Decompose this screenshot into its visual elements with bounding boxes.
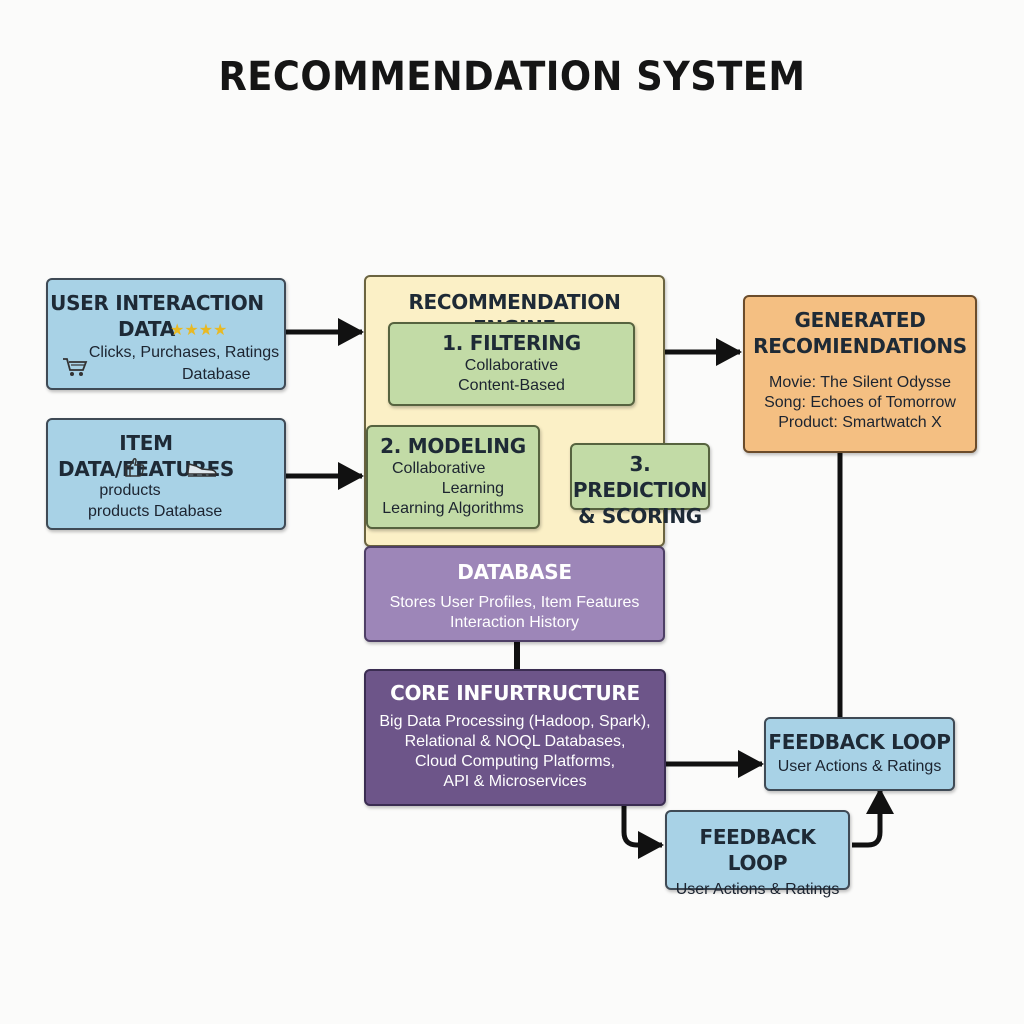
database-line2: Interaction History — [450, 614, 579, 631]
rating-stars: ★★★★ — [170, 322, 228, 339]
feedback-loop-lower-box: FEEDBACK LOOP User Actions & Ratings — [665, 810, 850, 898]
prediction-title-line2: & SCORING — [578, 504, 702, 528]
filtering-line1: Collaborative — [464, 357, 559, 374]
modeling-line1: Collaborative — [392, 460, 486, 477]
modeling-box: 2. MODELING Collaborative Learning Learn… — [366, 425, 540, 529]
generated-movie: Movie: The Silent Odysse — [768, 374, 951, 391]
generated-title-line1: GENERATED — [794, 308, 926, 332]
user-interaction-line2: Database — [182, 366, 251, 383]
item-data-title: ITEM DATA/FEATURES — [57, 431, 235, 481]
modeling-line3: Learning Algorithms — [382, 500, 524, 517]
database-line1: Stores User Profiles, Item Features — [389, 594, 640, 611]
shoe-icon — [186, 460, 218, 483]
prediction-title-line1: 3. PREDICTION — [572, 452, 708, 502]
thumbs-up-icon — [124, 456, 146, 483]
user-interaction-data-box: USER INTERACTION DATA ★★★★ Clicks, Purch… — [46, 278, 286, 390]
core-line2: Relational & NOQL Databases, — [404, 733, 626, 750]
core-title: CORE INFURTRUCTURE — [390, 681, 640, 705]
cart-icon — [62, 356, 88, 383]
generated-recommendations-box: GENERATED RECOMIENDATIONS Movie: The Sil… — [743, 295, 977, 453]
prediction-scoring-box: 3. PREDICTION & SCORING — [570, 443, 710, 528]
feedback-upper-title: FEEDBACK LOOP — [768, 730, 951, 754]
item-data-line1: products — [99, 482, 161, 499]
core-line1: Big Data Processing (Hadoop, Spark), — [379, 713, 651, 730]
item-data-line2: products Database — [88, 503, 223, 520]
page-title: RECOMMENDATION SYSTEM — [218, 54, 806, 100]
feedback-upper-line1: User Actions & Ratings — [777, 758, 942, 775]
user-interaction-title-line1: USER INTERACTION — [50, 291, 264, 315]
generated-title-line2: RECOMIENDATIONS — [753, 334, 967, 358]
arrow-core-to-lower-feedback — [621, 805, 664, 859]
generated-product: Product: Smartwatch X — [778, 414, 942, 431]
generated-song: Song: Echoes of Tomorrow — [764, 394, 956, 411]
feedback-lower-line1: User Actions & Ratings — [675, 881, 840, 898]
filtering-title: 1. FILTERING — [442, 331, 581, 355]
arrow-lower-feedback-to-upper-feedback — [852, 788, 894, 848]
filtering-box: 1. FILTERING Collaborative Content-Based — [388, 322, 635, 406]
feedback-lower-title: FEEDBACK LOOP — [699, 825, 816, 875]
filtering-line2: Content-Based — [458, 377, 565, 394]
database-box: DATABASE Stores User Profiles, Item Feat… — [364, 546, 665, 642]
modeling-title: 2. MODELING — [380, 434, 526, 458]
item-data-box: ITEM DATA/FEATURES products products Dat… — [46, 418, 286, 530]
database-title: DATABASE — [457, 560, 572, 584]
core-line3: Cloud Computing Platforms, — [414, 753, 616, 770]
modeling-line2: Learning — [441, 480, 504, 497]
user-interaction-line1: Clicks, Purchases, Ratings — [88, 344, 280, 361]
core-line4: API & Microservices — [443, 773, 587, 790]
core-infrastructure-box: CORE INFURTRUCTURE Big Data Processing (… — [364, 669, 666, 806]
user-interaction-title-line2: DATA — [118, 317, 175, 341]
feedback-loop-upper-box: FEEDBACK LOOP User Actions & Ratings — [764, 717, 955, 791]
